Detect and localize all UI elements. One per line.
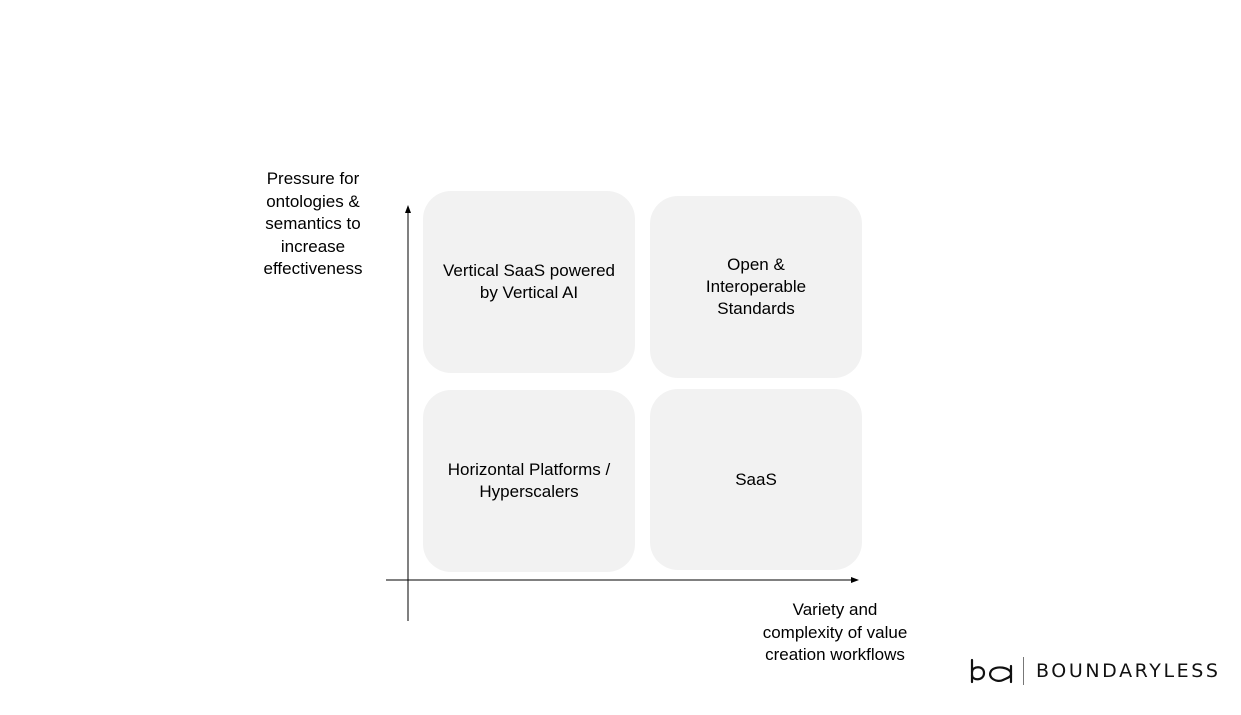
quadrant-bottom-left-label: Horizontal Platforms / Hyperscalers xyxy=(447,460,611,501)
brand-logo: BOUNDARYLESS xyxy=(969,654,1221,688)
x-axis-label: Variety and complexity of value creation… xyxy=(762,600,908,664)
y-axis xyxy=(405,205,411,621)
brand-name: BOUNDARYLESS xyxy=(1036,660,1221,682)
quadrant-top-right-label: Open & Interoperable Standards xyxy=(705,255,807,318)
brand-divider xyxy=(1023,657,1024,685)
x-axis xyxy=(386,577,859,583)
y-axis-arrowhead xyxy=(405,205,411,213)
boundaryless-ba-logo-icon xyxy=(970,658,1013,684)
quadrant-bottom-left: Horizontal Platforms / Hyperscalers xyxy=(423,390,635,572)
quadrant-top-left-label: Vertical SaaS powered by Vertical AI xyxy=(443,261,615,302)
y-axis-label: Pressure for ontologies & semantics to i… xyxy=(263,169,363,278)
x-axis-arrowhead xyxy=(851,577,859,583)
quadrant-bottom-right-label: SaaS xyxy=(735,469,777,489)
quadrant-top-left: Vertical SaaS powered by Vertical AI xyxy=(423,191,635,373)
quadrant-top-right: Open & Interoperable Standards xyxy=(650,196,862,378)
quadrant-bottom-right: SaaS xyxy=(650,389,862,570)
